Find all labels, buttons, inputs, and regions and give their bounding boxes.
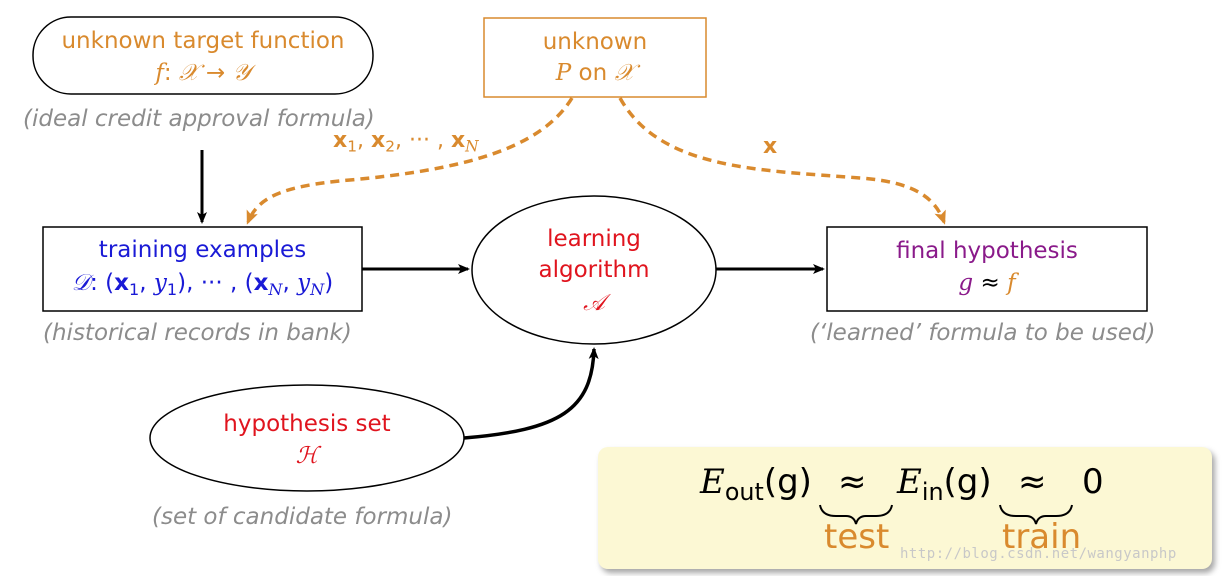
target-f: f [155,60,164,86]
distribution-X: 𝒳 [614,60,635,86]
training-commaN: , [282,270,298,296]
training-D: 𝒟 [71,270,91,296]
formula-approx2: ≈ [1018,462,1047,502]
formula-out: out [724,478,764,507]
formula-panel [598,447,1212,569]
final-f: f [1007,270,1016,296]
edge-x1: x [333,128,348,153]
train-brace [999,504,1073,525]
training-sy1: 1 [166,279,178,299]
training-mid: ), ··· , ( [177,270,254,296]
formula-ein: Ein(g) [897,462,992,504]
target-arrow: → [198,60,233,86]
target-function-node [32,16,374,95]
target-function-formula: f: 𝒳 → 𝒴 [33,58,373,88]
sample-inputs-label: x1, x2, ··· , xN [333,128,479,156]
target-Y: 𝒴 [232,60,251,86]
training-colon: : ( [90,270,115,296]
formula-E1: E [700,462,725,502]
formula-test-label: test [824,517,890,557]
formula-train-label: train [1002,517,1082,557]
training-sN: N [268,279,283,299]
target-colon: : [163,60,179,86]
target-title-text: unknown target function [61,28,345,54]
distribution-to-final-arrow [618,97,946,225]
training-s1: 1 [129,279,140,299]
hset-caption: (set of candidate formula) [152,504,453,530]
training-xN: x [253,270,269,296]
learner-line1: learning [547,226,641,252]
training-caption: (historical records in bank) [43,320,352,346]
training-y1: y [153,270,167,296]
hset-to-learner-arrow [463,347,599,440]
distribution-P: P [555,60,572,86]
test-input-label: x [763,134,778,159]
distribution-on: on [571,60,615,86]
target-caption: (ideal credit approval formula) [23,106,375,132]
edge-s1: 1 [347,137,357,156]
edge-sN: N [465,137,479,156]
training-formula: 𝒟: (x1, y1), ··· , (xN, yN) [43,268,362,298]
distribution-title: unknown [542,29,648,55]
final-hypothesis-node [826,226,1148,312]
training-yN: y [297,270,311,296]
final-hypothesis-formula: g ≈ f [827,268,1147,298]
edge-s2: 2 [385,137,395,156]
training-x1: x [114,270,130,296]
target-X: 𝒳 [178,60,199,86]
final-hypothesis-caption: (‘learned’ formula to be used) [810,320,1156,346]
distribution-to-training-arrow [246,97,574,225]
final-approx: ≈ [973,270,1008,296]
training-examples-node [42,226,363,312]
final-hypothesis-title: final hypothesis [896,238,1078,264]
training-close: ) [324,270,334,296]
learner-symbol: 𝒜 [583,290,605,316]
training-syN: N [310,279,325,299]
formula-zero: 0 [1082,462,1104,502]
distribution-formula: P on 𝒳 [484,58,706,88]
watermark: http://blog.csdn.net/wangyanphp [900,546,1177,562]
formula-E2: E [897,462,922,502]
learner-line2: algorithm [538,257,650,283]
generalization-formula: Eout(g) [700,462,812,504]
test-brace [819,504,893,525]
distribution-node [483,17,707,98]
formula-g2: (g) [943,462,992,502]
formula-in: in [921,478,944,507]
formula-g1: (g) [763,462,812,502]
edge-x2: x [371,128,386,153]
edge-dots: , ··· , [395,128,451,153]
edge-comma: , [357,128,371,153]
training-title: training examples [98,237,307,263]
final-g: g [958,270,974,296]
formula-approx1: ≈ [838,462,867,502]
hset-symbol: ℋ [295,443,319,469]
target-function-title: unknown target function [33,26,373,56]
hset-title: hypothesis set [223,411,391,437]
training-comma1: , [139,270,154,296]
edge-xN: x [450,128,466,153]
